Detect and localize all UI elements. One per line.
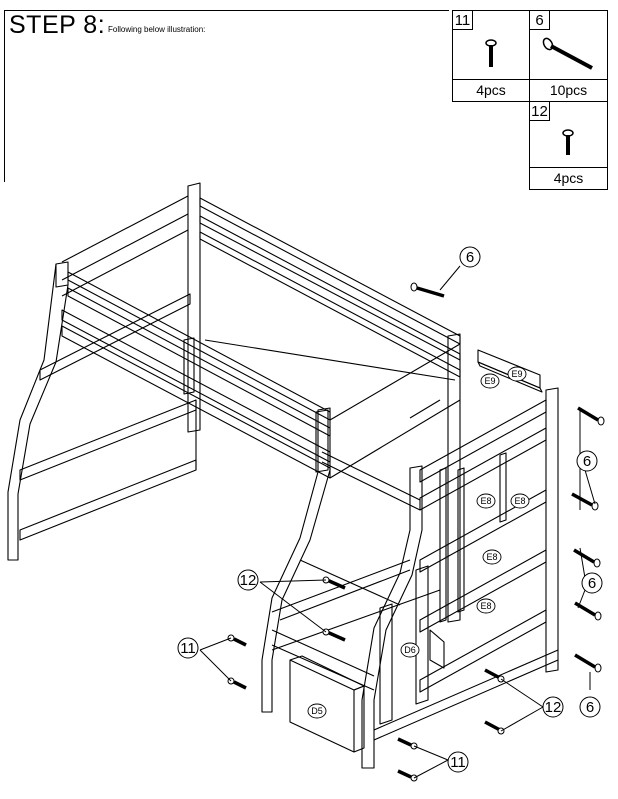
part-number: 6 [530,11,550,30]
panel-labels [307,366,530,719]
parts-table: 11 4pcs 6 10pcs 12 4pcs [452,10,608,190]
callout-text: 6 [466,249,474,266]
left-end-frame [7,263,197,561]
upper-rear-guardrail [61,182,461,433]
label-e8: E8 [514,496,525,506]
panel-d5 [289,655,365,753]
callout-6-right-middle [581,572,603,594]
step-title: STEP 8: [9,11,106,39]
label-e9: E9 [511,369,522,379]
part-number: 11 [453,11,473,30]
callouts [177,246,603,773]
front-right-frame [261,407,423,769]
part-qty: 4pcs [530,167,607,189]
callout-text: 6 [586,699,594,716]
callout-11-left [177,637,199,659]
screw-icon [530,121,607,168]
page-frame-top [4,10,449,11]
label-d5: D5 [311,706,323,716]
upper-bed-slats [204,333,461,623]
panel-d6 [379,565,445,725]
callout-text: 11 [450,754,466,771]
upper-front-guardrail [55,261,331,479]
label-e8: E8 [480,601,491,611]
part-cell-12: 12 4pcs [529,101,608,190]
callout-text: 12 [545,699,562,716]
callout-6-right-upper [576,450,598,472]
label-d6: D6 [404,645,416,655]
part-number: 12 [530,102,550,121]
label-e9: E9 [484,376,495,386]
part-qty: 10pcs [530,79,607,101]
ladder-panel [373,387,559,741]
long-bolt-icon [530,30,607,80]
short-bolt-icon [453,30,529,80]
callout-text: 6 [588,575,596,592]
callout-6-right-lower [579,696,601,718]
page-frame-left [4,10,5,182]
label-e8: E8 [486,552,497,562]
step-instruction: Following below illustration: [108,25,206,34]
callout-11-bottom [447,751,469,773]
callout-text: 6 [583,453,591,470]
label-e8: E8 [480,496,491,506]
part-qty: 4pcs [453,79,529,101]
callout-text: 11 [180,640,196,657]
callout-text: 12 [240,572,257,589]
leader-lines [199,265,596,779]
lower-bunk-rails [271,559,441,651]
callout-12-bottom [542,696,564,718]
callout-12-left [237,569,259,591]
callout-6-top [459,246,481,268]
